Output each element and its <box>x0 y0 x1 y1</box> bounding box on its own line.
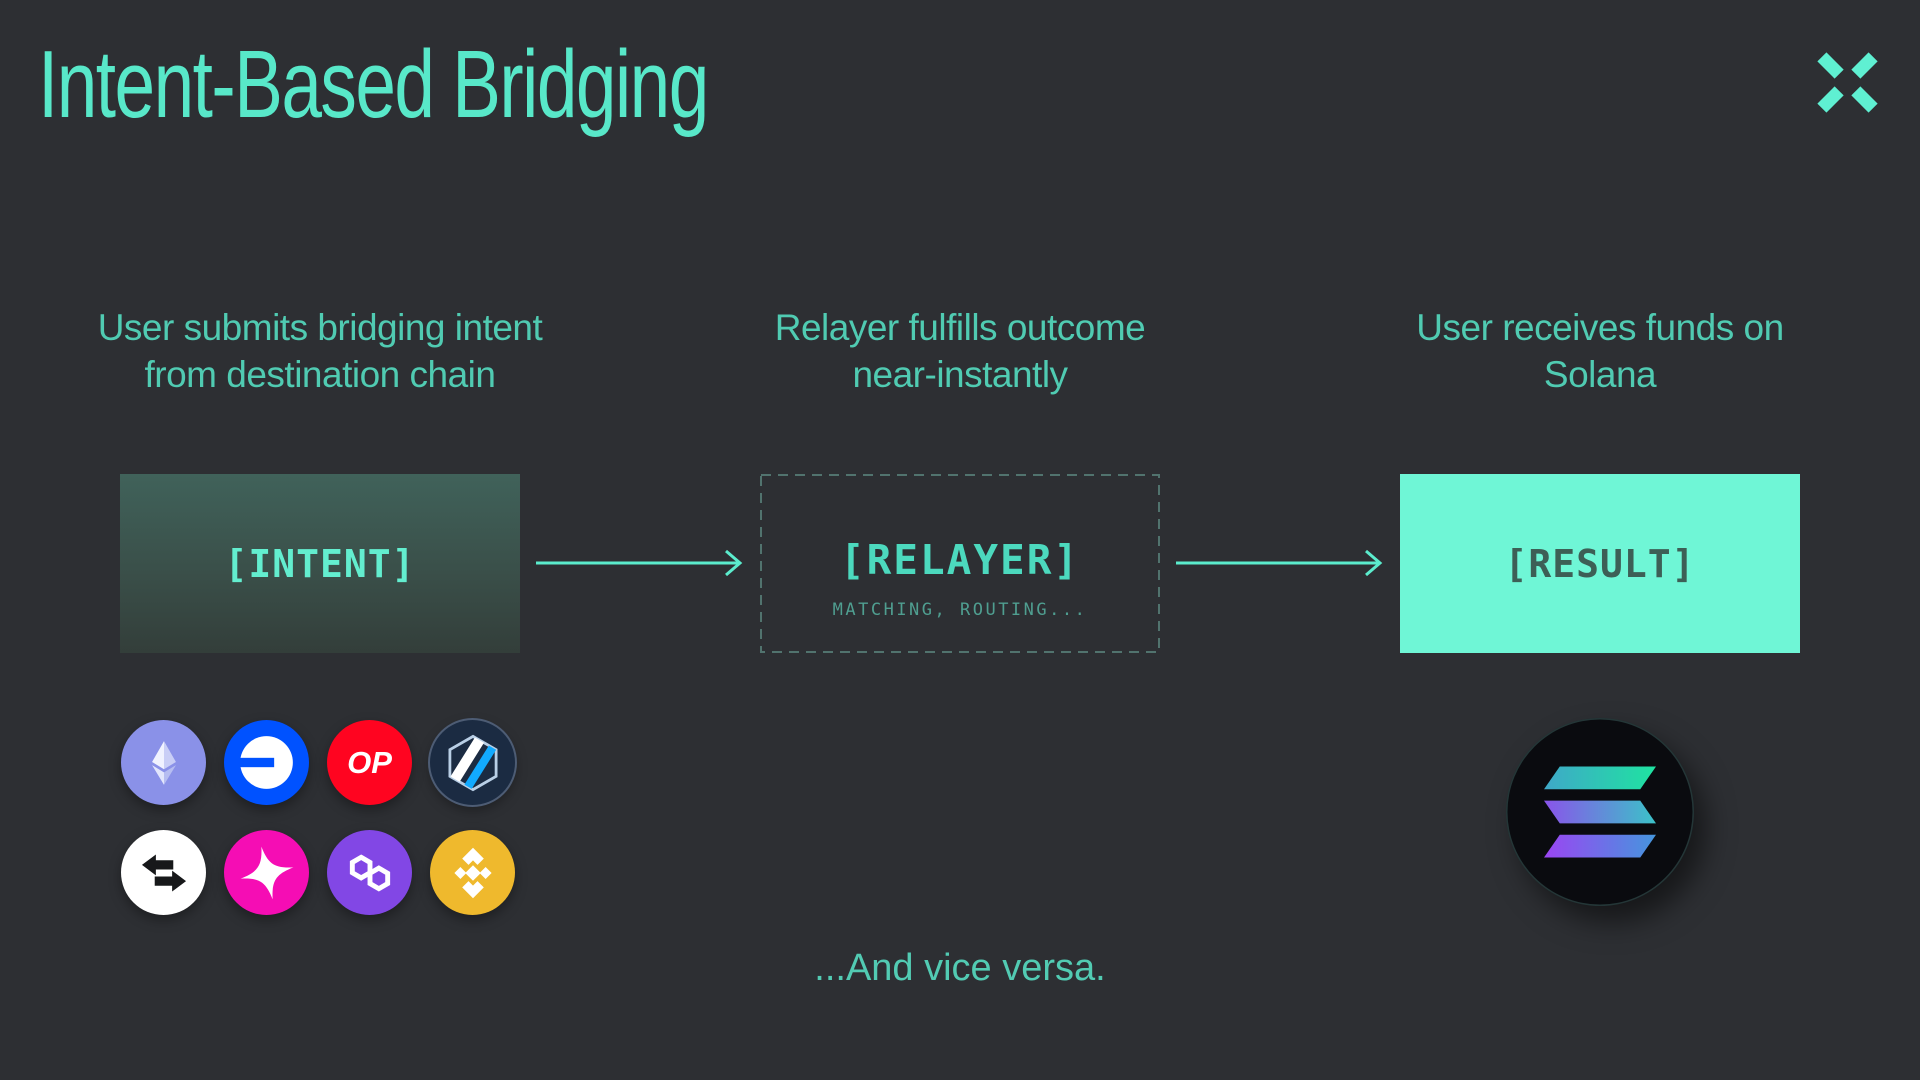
heading-line: from destination chain <box>144 354 496 395</box>
ethereum-icon <box>121 720 206 805</box>
heading-line: User receives funds on <box>1416 307 1784 348</box>
relayer-box-sublabel: MATCHING, ROUTING... <box>832 599 1088 620</box>
heading-line: Relayer fulfills outcome <box>774 307 1146 348</box>
unichain-icon <box>224 830 309 915</box>
intent-box-label: [INTENT] <box>224 541 416 586</box>
heading-relayer-column: Relayer fulfills outcome near-instantly <box>680 304 1240 398</box>
optimism-icon: OP <box>327 720 412 805</box>
polygon-icon <box>327 830 412 915</box>
arrow-relayer-to-result-icon <box>1176 549 1383 577</box>
heading-result-column: User receives funds on Solana <box>1320 304 1880 398</box>
bridge-arrows-icon <box>121 830 206 915</box>
result-box-label: [RESULT] <box>1504 541 1696 586</box>
heading-line: User submits bridging intent <box>97 307 543 348</box>
relayer-box-label: [RELAYER] <box>839 535 1081 584</box>
solana-icon <box>1506 718 1694 906</box>
arbitrum-icon <box>430 720 515 805</box>
result-box: [RESULT] <box>1400 474 1800 653</box>
heading-line: near-instantly <box>852 354 1068 395</box>
page-title: Intent-Based Bridging <box>38 31 709 138</box>
heading-line: Solana <box>1543 354 1657 395</box>
debridge-x-mark-icon <box>1816 51 1879 114</box>
bnb-chain-icon <box>430 830 515 915</box>
arrow-intent-to-relayer-icon <box>536 549 743 577</box>
footer-note: ...And vice versa. <box>814 947 1106 989</box>
relayer-box: [RELAYER] MATCHING, ROUTING... <box>760 474 1160 653</box>
base-icon <box>224 720 309 805</box>
optimism-label: OP <box>347 744 392 780</box>
heading-intent-column: User submits bridging intent from destin… <box>40 304 600 398</box>
dashed-border <box>760 474 1160 653</box>
intent-box: [INTENT] <box>120 474 520 653</box>
source-chains-grid: OP <box>121 720 521 915</box>
